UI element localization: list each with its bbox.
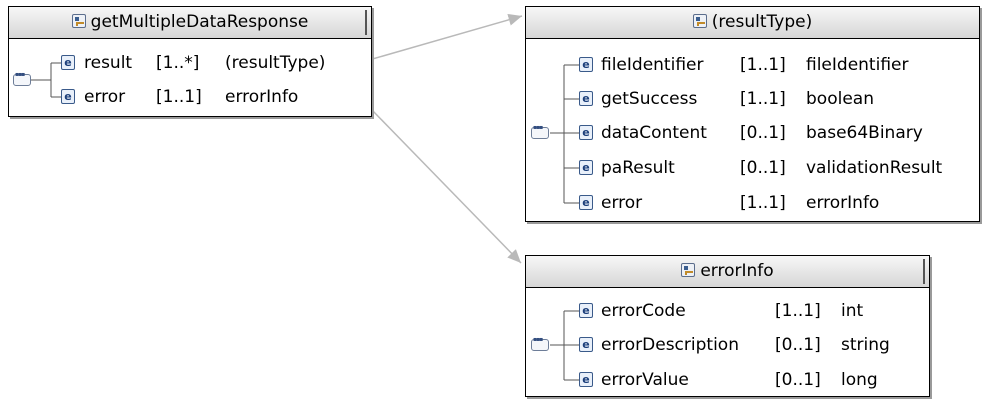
connector-error-to-errorinfo [371,109,522,264]
element-row[interactable]: e errorDescription [0..1] string [579,333,929,357]
element-type: validationResult [806,158,943,178]
element-name: paResult [601,158,675,178]
element-cardinality: [1..1] [156,87,202,107]
element-cardinality: [1..*] [156,53,200,73]
element-row[interactable]: e errorCode [1..1] int [579,299,929,323]
element-row[interactable]: e getSuccess [1..1] boolean [579,87,979,111]
element-name: dataContent [601,123,707,143]
element-row[interactable]: e fileIdentifier [1..1] fileIdentifier [579,53,979,77]
element-cardinality: [0..1] [740,158,786,178]
element-icon: e [579,125,593,140]
element-cardinality: [1..1] [740,55,786,75]
complex-type-result-type[interactable]: (resultType) e fileIdentifier [1..1] fil… [525,6,980,222]
header-divider [923,259,925,284]
element-row[interactable]: e dataContent [0..1] base64Binary [579,121,979,145]
element-type: long [841,370,878,390]
complex-type-icon [681,263,696,277]
element-icon: e [579,337,593,352]
element-name: errorValue [601,370,689,390]
element-name: getSuccess [601,89,698,109]
element-type: fileIdentifier [806,55,909,75]
box-title: (resultType) [711,12,813,32]
element-row[interactable]: e error [1..1] errorInfo [61,85,371,109]
element-cardinality: [1..1] [740,89,786,109]
element-cardinality: [0..1] [775,335,821,355]
element-row[interactable]: e result [1..*] (resultType) [61,51,371,75]
complex-type-error-info[interactable]: errorInfo e errorCode [1..1] int e error… [525,255,930,397]
element-cardinality: [1..1] [740,193,786,213]
header-divider [365,10,367,35]
element-cardinality: [1..1] [775,301,821,321]
connector-result-to-resulttype [361,13,523,63]
box-header: getMultipleDataResponse [9,7,371,39]
box-title: errorInfo [700,261,774,281]
element-type: (resultType) [225,53,326,73]
element-icon: e [61,89,75,104]
element-icon: e [579,57,593,72]
element-name: result [84,53,133,73]
complex-type-icon [692,14,707,28]
box-header: errorInfo [526,256,929,288]
complex-type-get-multiple-data-response[interactable]: getMultipleDataResponse e result [1..*] … [8,6,372,117]
element-row[interactable]: e paResult [0..1] validationResult [579,156,979,180]
element-type: base64Binary [806,123,923,143]
element-icon: e [579,160,593,175]
element-row[interactable]: e errorValue [0..1] long [579,368,929,392]
element-type: boolean [806,89,874,109]
element-type: errorInfo [806,193,880,213]
sequence-icon[interactable] [531,124,549,139]
element-icon: e [61,55,75,70]
sequence-icon[interactable] [531,336,549,351]
element-name: error [601,193,643,213]
element-icon: e [579,372,593,387]
element-type: string [841,335,890,355]
element-cardinality: [0..1] [740,123,786,143]
tree-lines [550,64,579,204]
element-icon: e [579,303,593,318]
element-type: errorInfo [225,87,299,107]
element-cardinality: [0..1] [775,370,821,390]
element-type: int [841,301,864,321]
element-name: fileIdentifier [601,55,704,75]
element-name: errorDescription [601,335,739,355]
tree-lines [31,62,61,98]
element-name: errorCode [601,301,686,321]
sequence-icon[interactable] [13,71,31,86]
element-icon: e [579,91,593,106]
complex-type-icon [71,14,86,28]
element-name: error [84,87,126,107]
element-icon: e [579,195,593,210]
tree-lines [550,310,579,381]
box-header: (resultType) [526,7,979,39]
box-title: getMultipleDataResponse [90,12,309,32]
element-row[interactable]: e error [1..1] errorInfo [579,191,979,215]
